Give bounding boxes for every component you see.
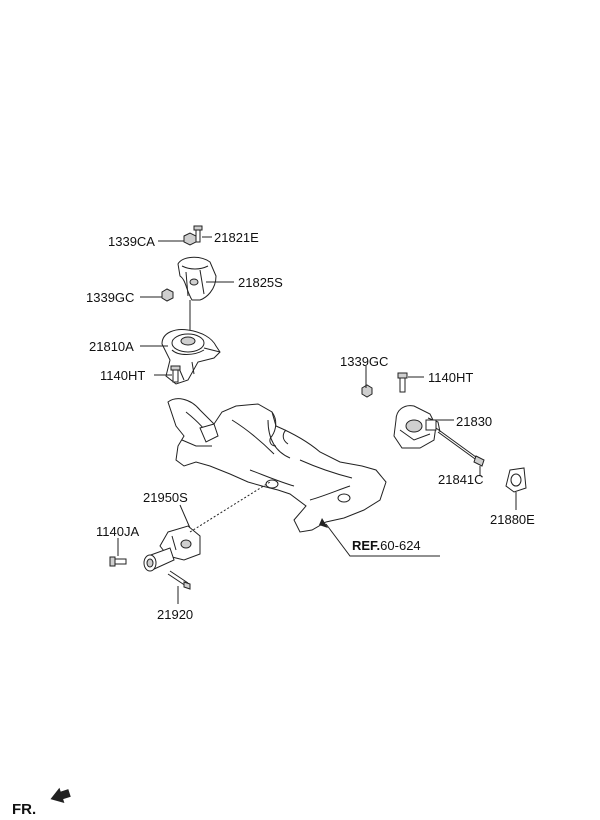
label-21810A: 21810A [89,339,134,354]
label-21950S: 21950S [143,490,188,505]
label-1140HT-right: 1140HT [428,370,474,385]
label-21830: 21830 [456,414,493,429]
label-1140HT-left: 1140HT [100,368,146,383]
upper-mount-assembly [161,225,221,385]
reference-code: 60-624 [380,538,421,553]
label-1339CA: 1339CA [108,234,155,249]
label-21920: 21920 [157,607,194,622]
bolt-21841C-part [435,427,481,461]
front-direction-arrow-icon [50,787,71,803]
label-21821E: 21821E [214,230,259,245]
reference-prefix: REF. [352,538,381,553]
leader-lines [117,236,517,604]
label-1339GC-top: 1339GC [86,290,135,305]
subframe-crossmember [167,398,387,533]
label-21825S: 21825S [238,275,283,290]
reference-callout[interactable]: REF.60-624 [352,538,421,553]
front-direction-label: FR. [12,801,37,818]
bolt-1140HT-right-part [399,377,406,393]
nut-1339GC-top-part [161,288,174,302]
lower-mount-assembly [109,481,271,590]
right-mount-assembly [361,372,527,493]
label-1140JA: 1140JA [96,524,140,539]
label-21841C: 21841C [438,472,484,487]
nut-1339GC-right-part [361,384,373,398]
nut-1339CA-part [183,232,197,246]
label-21880E: 21880E [490,512,535,527]
bracket-21825S-part [177,256,217,301]
label-1339GC-right: 1339GC [340,354,389,369]
